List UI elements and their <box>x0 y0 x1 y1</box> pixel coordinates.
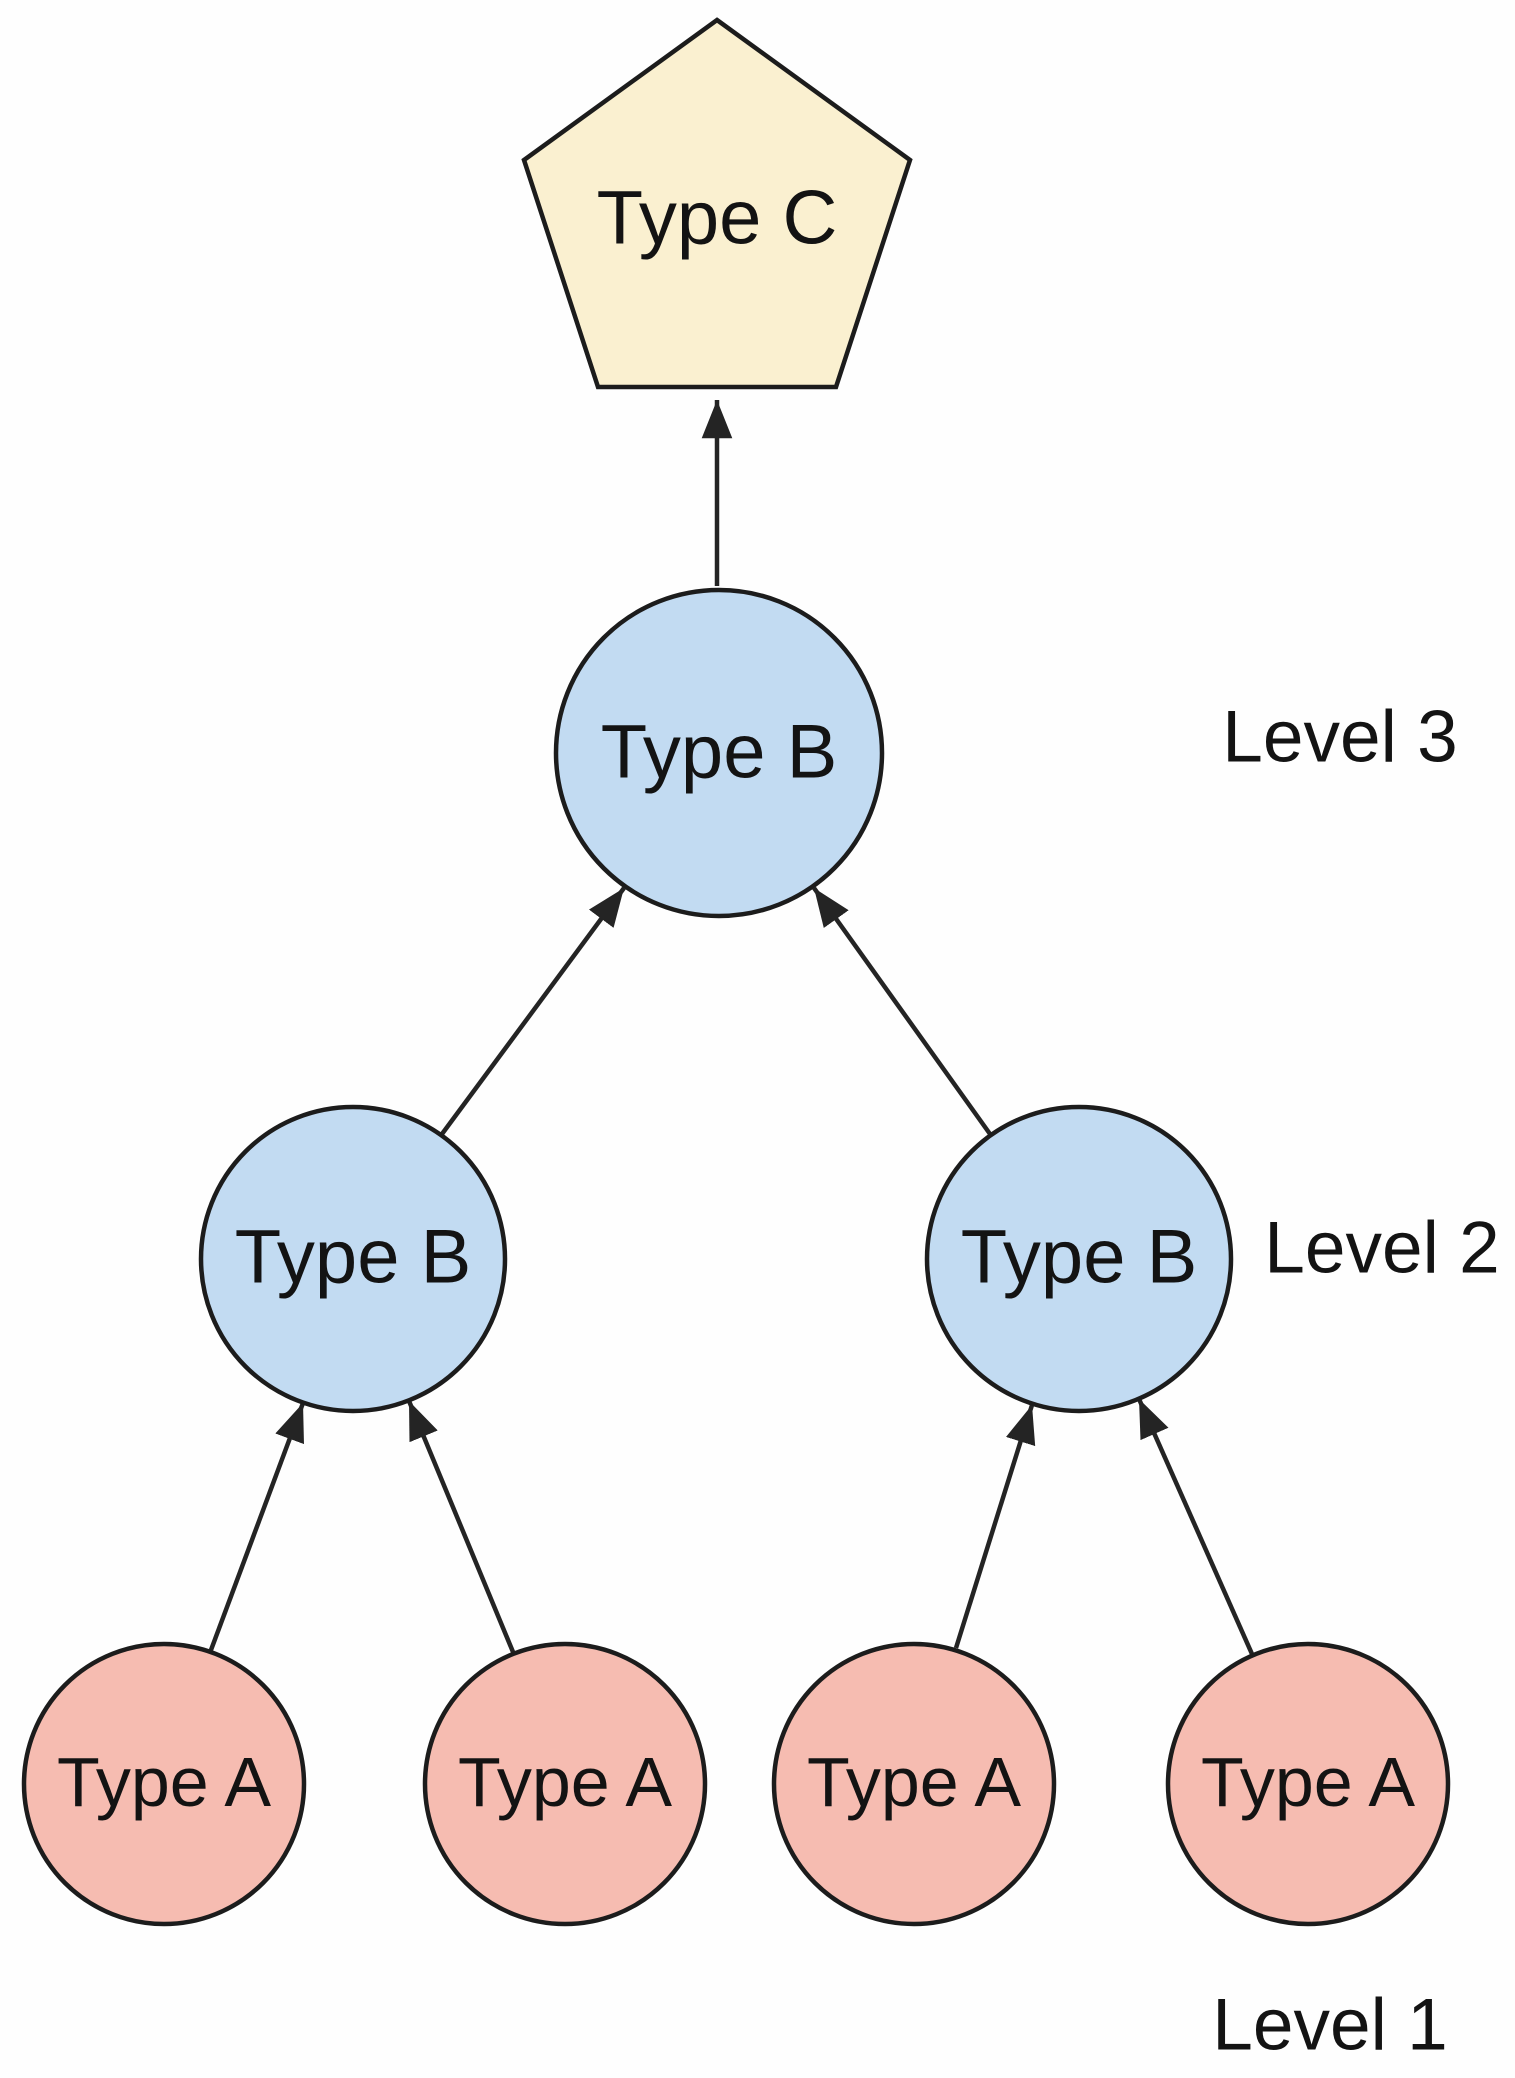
connector-arrows <box>208 400 1255 1655</box>
node-type-a-4-circle <box>1165 1641 1451 1927</box>
node-type-a-3-circle <box>771 1641 1057 1927</box>
arrow-level2-left-to-level3 <box>440 886 626 1136</box>
node-type-a-2-circle <box>422 1641 708 1927</box>
node-type-b-level2-left-label: Type B <box>235 1215 472 1300</box>
level-2-annotation: Level 2 <box>1264 1208 1499 1289</box>
arrow-type-a2-to-level2-left <box>406 1400 516 1653</box>
arrow-type-a3-to-level2-right <box>953 1404 1036 1649</box>
node-type-b-level2-right-circle <box>924 1104 1234 1414</box>
node-type-a-3-label: Type A <box>807 1743 1021 1821</box>
node-type-b-level3-label: Type B <box>601 710 838 795</box>
node-type-c-pentagon <box>521 17 913 390</box>
node-type-a-1-label: Type A <box>57 1743 271 1821</box>
level-1-annotation: Level 1 <box>1212 1985 1447 2066</box>
node-type-b-level2-right-label: Type B <box>961 1215 1198 1300</box>
node-type-a-4-label: Type A <box>1201 1743 1415 1821</box>
level-3-annotation: Level 3 <box>1222 697 1457 778</box>
node-type-b-level3-circle <box>553 587 885 919</box>
arrow-type-a4-to-level2-right <box>1136 1398 1255 1655</box>
arrow-type-a1-to-level2-left <box>208 1402 306 1651</box>
arrow-level2-right-to-level3 <box>812 886 992 1136</box>
node-type-c-label: Type C <box>597 176 838 261</box>
node-type-a-1-circle <box>21 1641 307 1927</box>
node-type-a-2-label: Type A <box>458 1743 672 1821</box>
node-type-b-level2-left-circle <box>198 1104 508 1414</box>
